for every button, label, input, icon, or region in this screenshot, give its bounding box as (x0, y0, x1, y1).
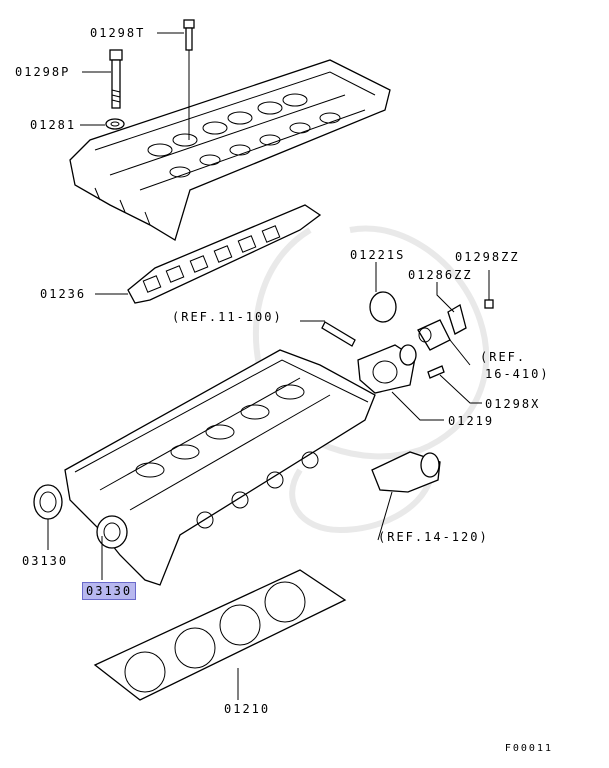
label-ref-11-100[interactable]: (REF.11-100) (172, 310, 283, 324)
label-plug-01221s: 01221S (350, 248, 406, 262)
label-cover-gasket-01236: 01236 (40, 287, 87, 301)
oil-seal-left[interactable] (33, 484, 63, 520)
figure-code: F00011 (504, 743, 553, 754)
leader-lines (47, 32, 490, 700)
label-bolt-01298x: 01298X (485, 397, 541, 411)
label-bolt-01298zz: 01298ZZ (455, 250, 520, 264)
bracket-01286zz[interactable] (447, 304, 467, 335)
watermark-emblem (252, 225, 490, 534)
washer-01281[interactable] (105, 118, 125, 130)
cylinder-head[interactable] (64, 349, 376, 586)
plug-01221s[interactable] (369, 291, 397, 323)
spring-ref-11-100 (321, 321, 356, 347)
head-gasket-01210[interactable] (93, 569, 347, 701)
cylinder-head-cover[interactable] (69, 59, 391, 241)
bolt-01298zz[interactable] (484, 299, 494, 309)
outlet-ref-14-120 (371, 451, 441, 493)
housing-01219[interactable] (357, 344, 417, 394)
bolt-01298x[interactable] (427, 365, 445, 379)
label-ref-16-410-line1[interactable]: (REF. (480, 350, 527, 364)
label-bracket-01286zz: 01286ZZ (408, 268, 473, 282)
label-ref-16-410-line2[interactable]: 16-410) (485, 367, 550, 381)
label-ref-14-120[interactable]: (REF.14-120) (378, 530, 489, 544)
label-washer-01281: 01281 (30, 118, 77, 132)
label-seal-left-03130: 03130 (22, 554, 69, 568)
label-head-gasket-01210: 01210 (224, 702, 271, 716)
label-bolt-01298t: 01298T (90, 26, 146, 40)
label-seal-selected-03130[interactable]: 03130 (82, 582, 137, 600)
label-housing-01219: 01219 (448, 414, 495, 428)
bolt-01298t[interactable] (183, 19, 195, 140)
sensor-ref-16-410 (417, 319, 451, 351)
label-bolt-01298p: 01298P (15, 65, 71, 79)
bolt-01298p[interactable] (109, 49, 123, 109)
cover-gasket-01236[interactable] (127, 204, 322, 304)
